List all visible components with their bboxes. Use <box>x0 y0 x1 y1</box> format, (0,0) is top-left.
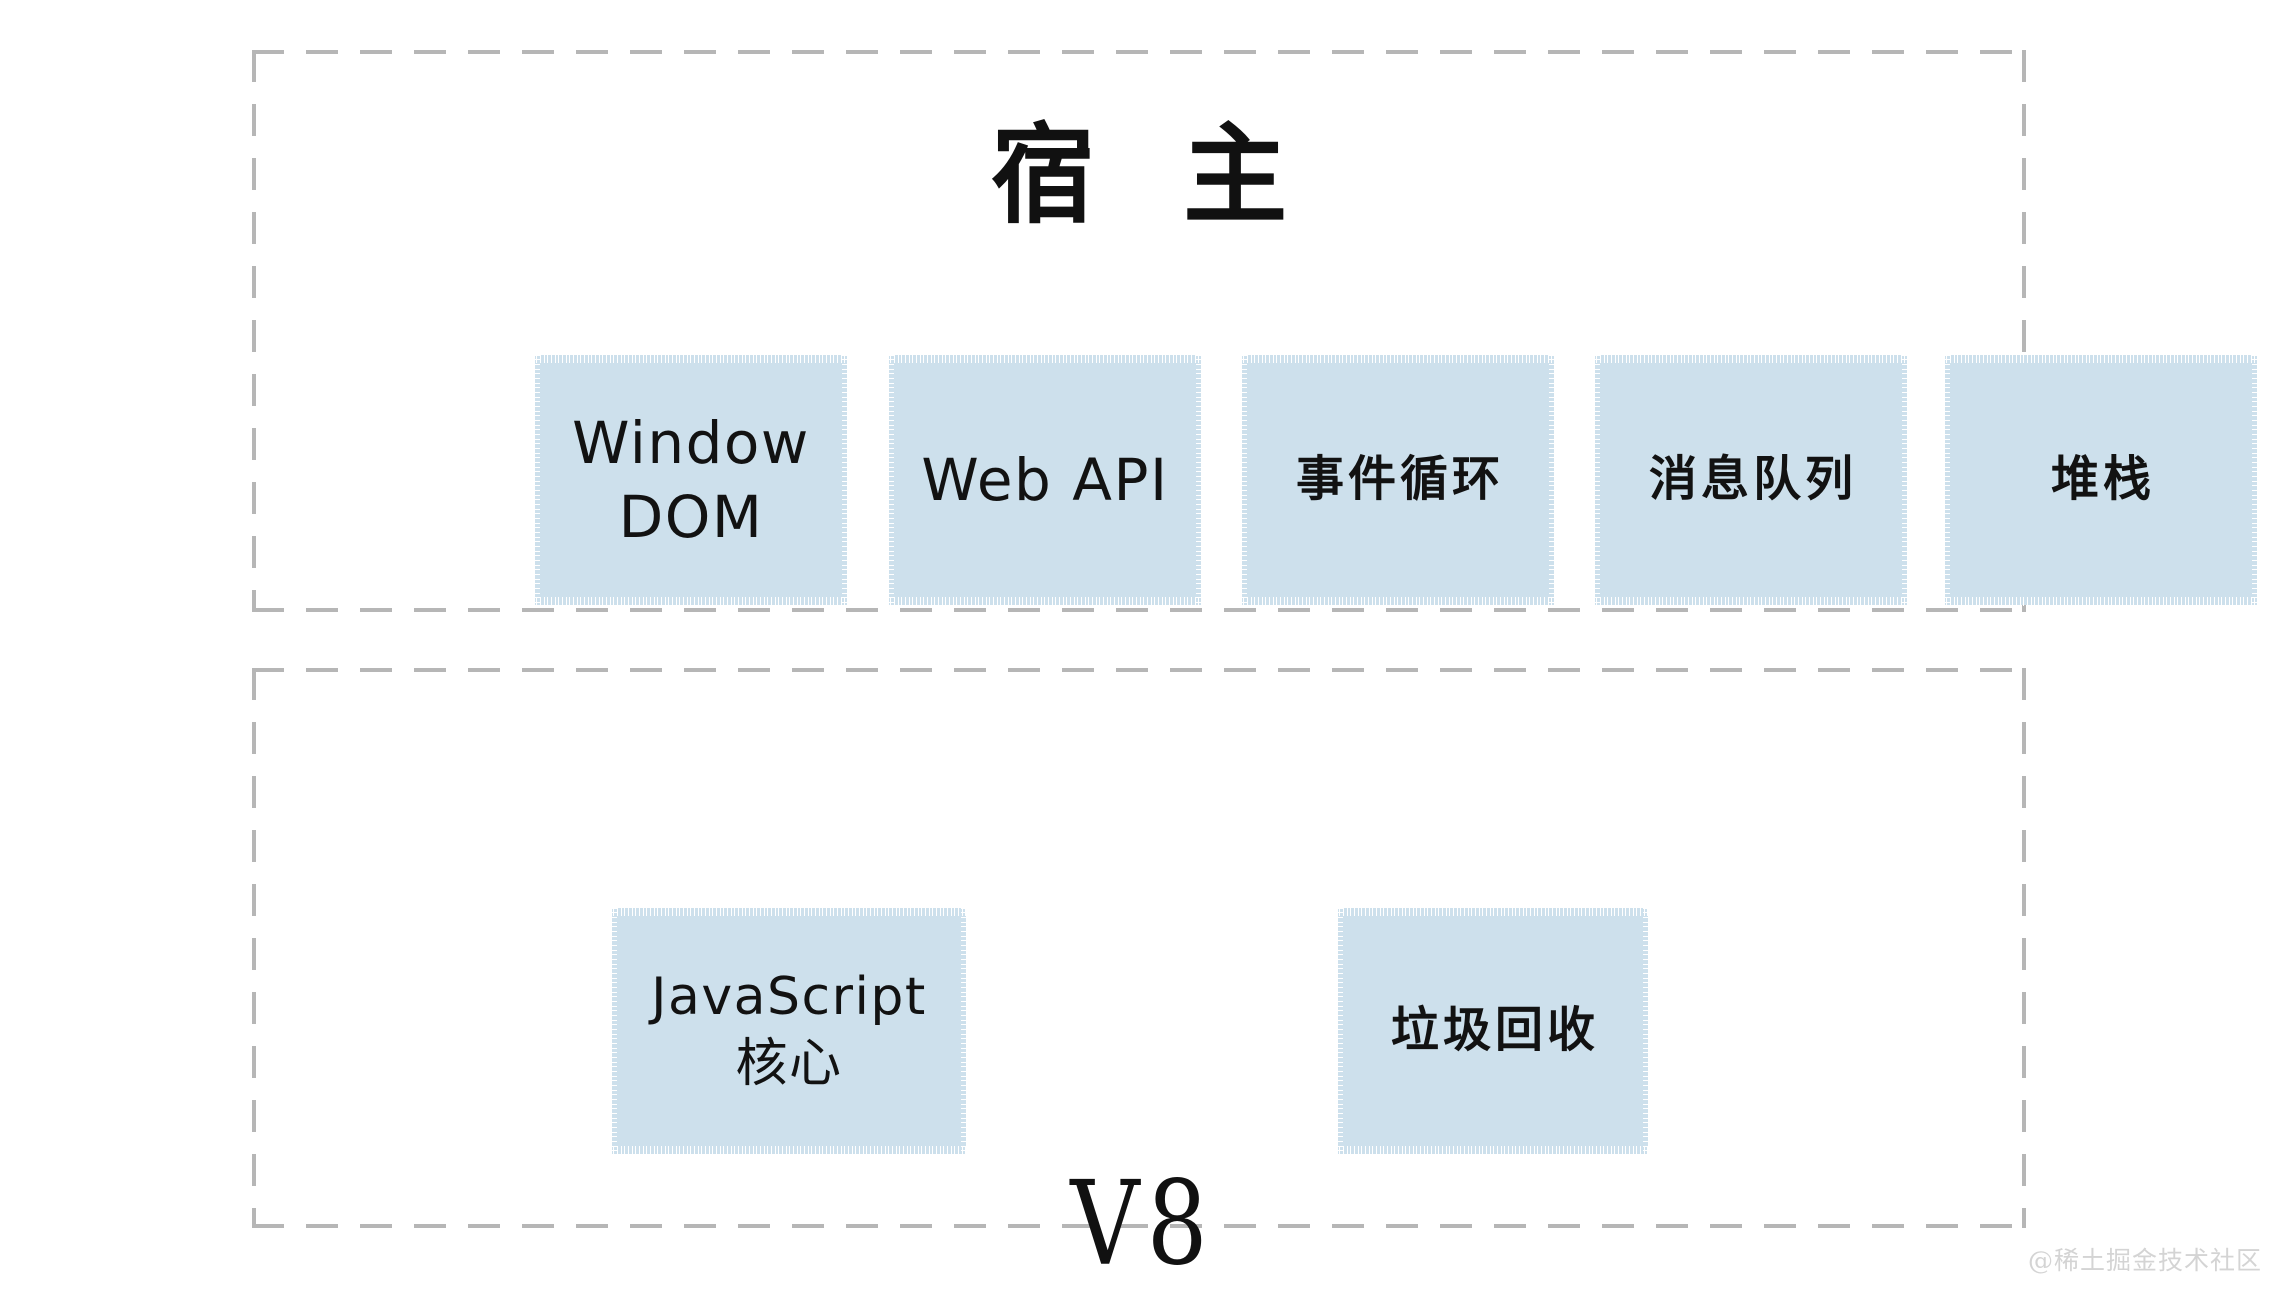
box-stack-label: 堆栈 <box>2050 451 2155 508</box>
group-host-title: 宿 主 <box>990 111 1314 239</box>
box-window-dom-label: Window DOM <box>572 408 810 551</box>
box-edge-right <box>1549 355 1555 605</box>
box-edge-right <box>842 355 848 605</box>
box-event-loop-label: 事件循环 <box>1295 451 1504 508</box>
box-javascript-core: JavaScript 核心 <box>610 907 968 1155</box>
box-window-dom: Window DOM <box>533 354 849 606</box>
box-javascript-core-label: JavaScript 核心 <box>651 967 927 1094</box>
group-v8-title: V8 <box>1070 1154 1216 1291</box>
group-v8: V8 <box>252 668 2026 1285</box>
box-garbage-collection: 垃圾回收 <box>1336 907 1650 1155</box>
box-edge-left <box>1594 355 1600 605</box>
box-stack: 堆栈 <box>1943 354 2259 606</box>
box-garbage-collection-label: 垃圾回收 <box>1390 1002 1599 1059</box>
box-web-api: Web API <box>887 354 1203 606</box>
box-edge-right <box>1196 355 1202 605</box>
box-edge-left <box>888 355 894 605</box>
box-message-queue-label: 消息队列 <box>1648 451 1857 508</box>
group-host: 宿 主 Window DOM Web API 事件循环 消息队列 堆栈 <box>252 50 2259 612</box>
watermark: @稀土掘金技术社区 <box>2027 1246 2262 1275</box>
box-web-api-label: Web API <box>921 445 1169 514</box>
box-edge-left <box>1944 355 1950 605</box>
box-edge-left <box>611 908 617 1154</box>
box-edge-left <box>534 355 540 605</box>
box-edge-left <box>1241 355 1247 605</box>
box-event-loop: 事件循环 <box>1240 354 1556 606</box>
box-edge-right <box>1902 355 1908 605</box>
box-edge-right <box>2252 355 2258 605</box>
box-message-queue: 消息队列 <box>1593 354 1909 606</box>
box-edge-left <box>1337 908 1343 1154</box>
